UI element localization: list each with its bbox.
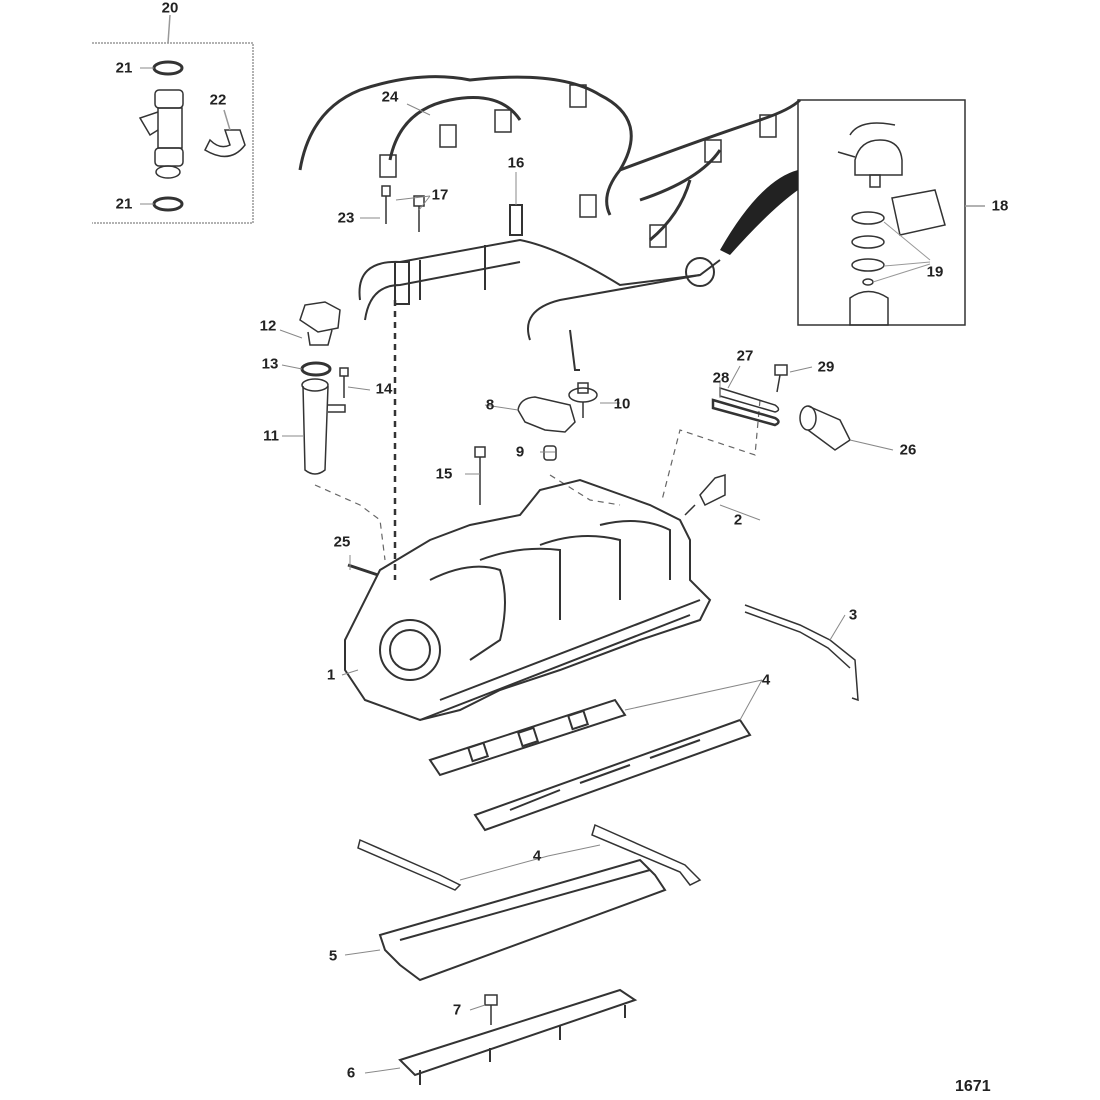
callout-15: 15 bbox=[435, 465, 453, 483]
sensor-2 bbox=[684, 473, 726, 516]
injector-inset-box bbox=[92, 14, 254, 224]
fuel-pressure-regulator bbox=[837, 122, 946, 326]
callout-17: 17 bbox=[431, 186, 449, 204]
callout-7: 7 bbox=[452, 1001, 462, 1019]
wiring-harness bbox=[298, 75, 802, 248]
intake-manifold bbox=[344, 478, 712, 722]
regulator-inset-box bbox=[797, 99, 966, 326]
intake-gasket-right bbox=[473, 718, 752, 832]
bolt-7 bbox=[484, 994, 498, 1025]
callout-14: 14 bbox=[375, 380, 393, 398]
o-ring-21-bottom bbox=[152, 196, 184, 212]
end-seals bbox=[357, 823, 702, 891]
map-sensor bbox=[517, 396, 576, 433]
callout-28: 28 bbox=[712, 369, 730, 387]
callout-19: 19 bbox=[926, 263, 944, 281]
callout-12: 12 bbox=[259, 317, 277, 335]
callout-4-bottom: 4 bbox=[532, 847, 542, 865]
callout-6: 6 bbox=[346, 1064, 356, 1082]
fuel-rail-fittings bbox=[381, 185, 425, 232]
bolt-14 bbox=[339, 367, 349, 398]
gasket-27 bbox=[719, 386, 780, 413]
bolt-10 bbox=[568, 382, 598, 418]
bolt-29 bbox=[774, 364, 788, 393]
callout-29: 29 bbox=[817, 358, 835, 376]
injector-clip bbox=[204, 129, 246, 158]
callout-25: 25 bbox=[333, 533, 351, 551]
callout-20: 20 bbox=[161, 0, 179, 17]
valley-bracket bbox=[398, 988, 638, 1085]
callout-18: 18 bbox=[991, 197, 1009, 215]
callout-26: 26 bbox=[899, 441, 917, 459]
fuel-injector bbox=[138, 89, 184, 179]
callout-21-bottom: 21 bbox=[115, 195, 133, 213]
callout-22: 22 bbox=[209, 91, 227, 109]
black-fan-pointer bbox=[720, 170, 798, 255]
callout-13: 13 bbox=[261, 355, 279, 373]
callout-11: 11 bbox=[263, 427, 279, 445]
grommet-9 bbox=[543, 445, 557, 461]
sensor-26 bbox=[799, 405, 851, 451]
callout-10: 10 bbox=[613, 395, 631, 413]
callout-16: 16 bbox=[507, 154, 525, 172]
callout-2: 2 bbox=[733, 511, 743, 529]
callout-27: 27 bbox=[736, 347, 754, 365]
callout-9: 9 bbox=[515, 443, 525, 461]
callout-3: 3 bbox=[848, 606, 858, 624]
oil-fill-cap bbox=[299, 301, 341, 346]
figure-number: 1671 bbox=[955, 1078, 991, 1095]
callout-1: 1 bbox=[326, 666, 336, 684]
bolt-15 bbox=[474, 446, 486, 505]
callout-5: 5 bbox=[328, 947, 338, 965]
callout-8: 8 bbox=[485, 396, 495, 414]
callout-4-top: 4 bbox=[761, 671, 771, 689]
gasket-28 bbox=[711, 398, 780, 427]
sensor-harness-3 bbox=[744, 604, 859, 702]
o-ring-21-top bbox=[152, 60, 184, 76]
intake-gasket-left bbox=[428, 698, 627, 777]
callout-24: 24 bbox=[381, 88, 399, 106]
callout-21-top: 21 bbox=[115, 59, 133, 77]
stud-25 bbox=[347, 563, 379, 577]
callout-23: 23 bbox=[337, 209, 355, 227]
valley-pan bbox=[378, 858, 667, 982]
oil-fill-tube bbox=[301, 378, 346, 475]
o-ring-13 bbox=[300, 361, 332, 377]
leader-lines bbox=[140, 67, 894, 1074]
